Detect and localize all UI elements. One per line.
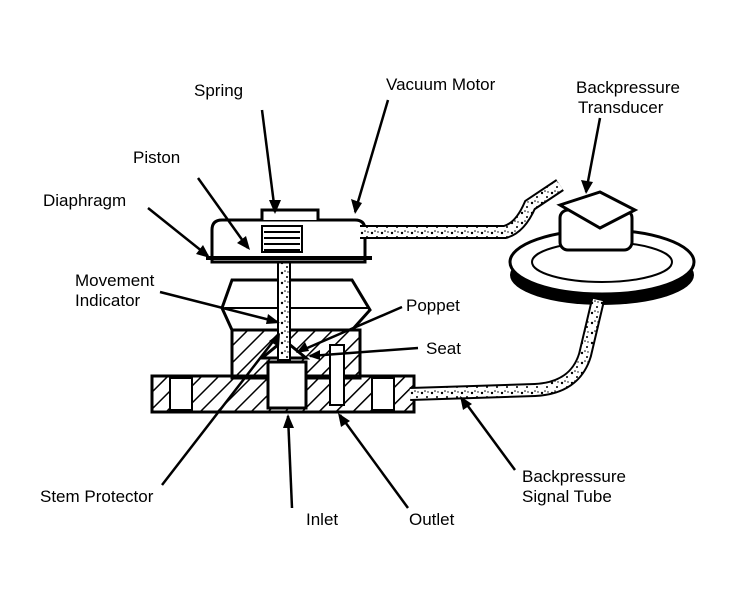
label-spring: Spring (194, 81, 244, 100)
label-outlet: Outlet (409, 510, 455, 529)
label-seat: Seat (426, 339, 461, 358)
label-inlet: Inlet (306, 510, 339, 529)
label-backpressure-signal-tube-1: Backpressure (522, 467, 626, 486)
label-stem-protector: Stem Protector (40, 487, 154, 506)
label-poppet: Poppet (406, 296, 460, 315)
label-movement-indicator-1: Movement (75, 271, 155, 290)
vacuum-motor-housing (206, 208, 372, 264)
label-vacuum-motor: Vacuum Motor (386, 75, 496, 94)
upper-body (220, 278, 372, 332)
label-backpressure-transducer-1: Backpressure (576, 78, 680, 97)
leader-lines (147, 99, 602, 509)
label-backpressure-transducer-2: Transducer (578, 98, 664, 117)
label-backpressure-signal-tube-2: Signal Tube (522, 487, 612, 506)
label-diaphragm: Diaphragm (43, 191, 127, 210)
label-piston: Piston (133, 148, 181, 167)
backpressure-transducer (508, 190, 696, 305)
label-movement-indicator-2: Indicator (75, 291, 141, 310)
arrowheads (196, 180, 593, 428)
valve-stem (277, 249, 291, 361)
